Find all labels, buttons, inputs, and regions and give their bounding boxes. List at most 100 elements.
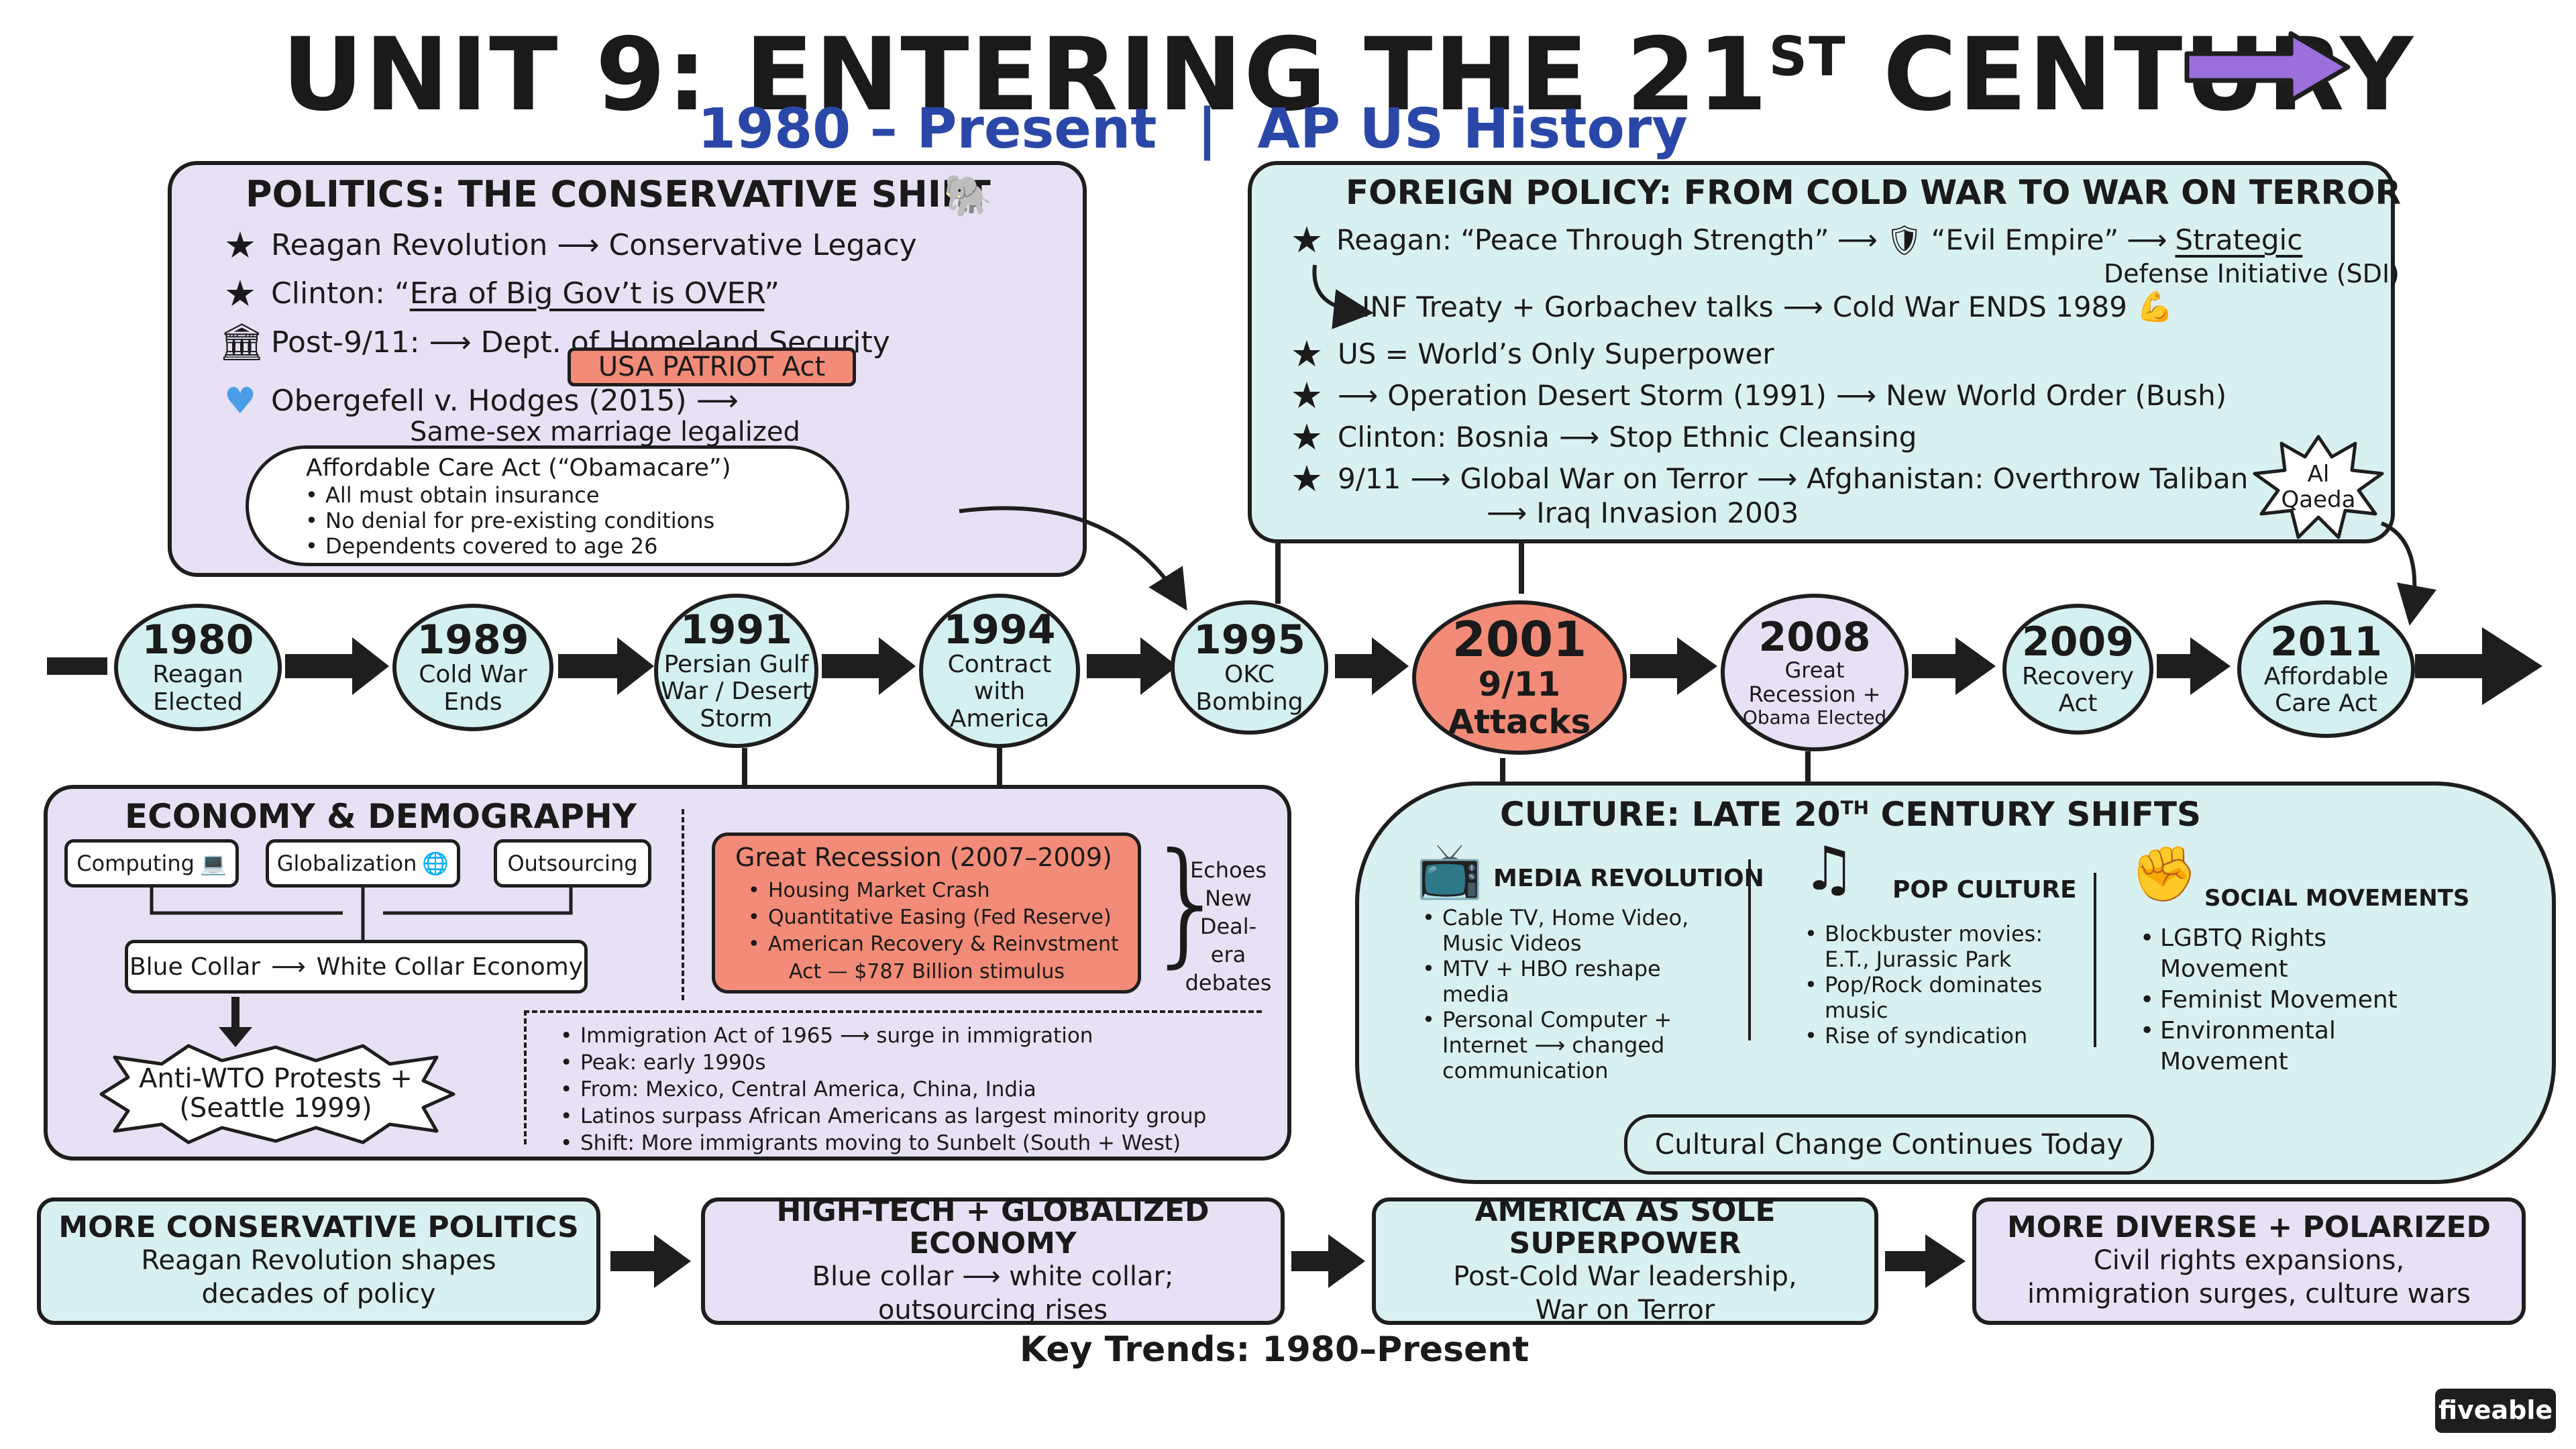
arrow-icon: ⟶ <box>1782 290 1823 323</box>
clinton-label: Clinton: <box>271 276 385 311</box>
list-item: Dependents covered to age 26 <box>303 533 714 559</box>
aca-title: Affordable Care Act (“Obamacare”) <box>306 454 731 482</box>
divider <box>682 809 684 1000</box>
politics-panel: POLITICS: THE CONSERVATIVE SHIFT 🐘 ★ Rea… <box>168 161 1087 577</box>
flexed-arm-icon: 💪 <box>2137 290 2174 324</box>
desert-storm: Operation Desert Storm (1991) <box>1387 379 1827 412</box>
raised-fist-icon: ✊ <box>2131 843 2198 905</box>
pop-list: Blockbuster movies: E.T., Jurassic Park … <box>1802 921 2084 1049</box>
arrow-icon: ⟶ <box>1837 223 1878 256</box>
recession-last: Act — $787 Billion stimulus <box>789 960 1065 983</box>
culture-heading: CULTURE: LATE 20TH CENTURY SHIFTS <box>1500 795 2202 834</box>
al-qaeda-burst: Al Qaeda <box>2251 433 2385 541</box>
divider <box>524 1010 527 1144</box>
arrow-icon: ⟶ <box>1410 462 1451 495</box>
wto-burst: Anti-WTO Protests + (Seattle 1999) <box>88 1040 464 1148</box>
obergefell: Obergefell v. Hodges (2015) <box>271 384 687 418</box>
patriot-act-badge: USA PATRIOT Act <box>568 347 856 386</box>
war-on-terror: Global War on Terror <box>1460 462 1748 495</box>
laptop-icon: 💻 <box>199 851 227 876</box>
foreign-policy-panel: FOREIGN POLICY: FROM COLD WAR TO WAR ON … <box>1248 161 2401 543</box>
new-world-order: New World Order (Bush) <box>1886 379 2227 412</box>
list-item: Rise of syndication <box>1802 1023 2084 1049</box>
nine-eleven: 9/11 <box>1338 462 1401 495</box>
timeline-node-1995: 1995 OKC Bombing <box>1171 600 1328 735</box>
list-item: Housing Market Crash <box>745 877 1119 904</box>
list-item: Feminist Movement <box>2137 985 2453 1016</box>
aca-cloud: Affordable Care Act (“Obamacare”) All mu… <box>246 445 849 566</box>
aca-list: All must obtain insurance No denial for … <box>303 482 714 559</box>
politics-heading: POLITICS: THE CONSERVATIVE SHIFT <box>246 173 991 215</box>
shield-icon: 🛡 <box>1885 223 1923 258</box>
economy-panel: ECONOMY & DEMOGRAPHY Computing 💻 Globali… <box>44 785 1291 1161</box>
list-item: Peak: early 1990s <box>557 1049 1206 1076</box>
great-recession-box: Great Recession (2007–2009) Housing Mark… <box>712 833 1141 994</box>
heart-icon: ♥ <box>223 380 257 422</box>
reagan-revolution: Reagan Revolution <box>271 228 548 262</box>
pop-title: POP CULTURE <box>1892 876 2077 904</box>
media-list: Cable TV, Home Video, Music Videos MTV +… <box>1419 905 1715 1083</box>
iraq-invasion: Iraq Invasion 2003 <box>1536 496 1799 529</box>
music-note-icon: ♫ <box>1802 834 1856 904</box>
list-item: Cable TV, Home Video, Music Videos <box>1419 905 1715 956</box>
ethnic-cleansing: Stop Ethnic Cleansing <box>1609 421 1917 453</box>
arrow-icon: ⟶ <box>1756 462 1798 495</box>
sdi-top: Strategic <box>2175 223 2303 256</box>
outsourcing-tag: Outsourcing <box>494 839 651 888</box>
trend-conservative: MORE CONSERVATIVE POLITICS Reagan Revolu… <box>37 1197 600 1325</box>
media-title: MEDIA REVOLUTION <box>1493 865 1764 892</box>
timeline-node-2001: 2001 9/11 Attacks <box>1412 600 1627 755</box>
subtitle: 1980 – Present | AP US History <box>698 97 1688 161</box>
list-item: Shift: More immigrants moving to Sunbelt… <box>557 1130 1206 1157</box>
clinton-quote: “Era of Big Gov’t is OVER” <box>394 276 780 311</box>
timeline-node-1989: 1989 Cold War Ends <box>392 604 553 731</box>
superpower: US = World’s Only Superpower <box>1338 337 1774 370</box>
economy-heading: ECONOMY & DEMOGRAPHY <box>125 797 637 836</box>
globalization-tag: Globalization 🌐 <box>266 839 460 888</box>
list-item: Latinos surpass African Americans as lar… <box>557 1103 1206 1130</box>
evil-empire: “Evil Empire” <box>1931 223 2119 256</box>
trend-superpower: AMERICA AS SOLE SUPERPOWER Post-Cold War… <box>1372 1195 1878 1326</box>
star-icon: ★ <box>1290 374 1324 417</box>
list-item: Personal Computer + Internet ⟶ changed c… <box>1419 1007 1715 1083</box>
cold-war-ends: Cold War ENDS 1989 <box>1832 290 2127 323</box>
list-item: From: Mexico, Central America, China, In… <box>557 1076 1206 1103</box>
list-item: Blockbuster movies: E.T., Jurassic Park <box>1802 921 2084 972</box>
star-icon: ★ <box>1290 458 1324 500</box>
trend-economy: HIGH-TECH + GLOBALIZED ECONOMY Blue coll… <box>701 1195 1285 1326</box>
title-arrow-icon <box>2184 30 2351 107</box>
post911-label: Post-9/11: <box>271 325 420 360</box>
trend-diverse: MORE DIVERSE + POLARIZED Civil rights ex… <box>1972 1197 2526 1325</box>
sdi-bottom: Defense Initiative (SDI) <box>2104 259 2400 288</box>
list-item: Quantitative Easing (Fed Reserve) <box>745 904 1119 931</box>
list-item: No denial for pre-existing conditions <box>303 508 714 533</box>
timeline-node-2009: 2009 Recovery Act <box>2002 604 2153 735</box>
recession-title: Great Recession (2007–2009) <box>735 843 1112 872</box>
bank-building-icon: 🏛 <box>219 321 265 363</box>
tv-icon: 📺 <box>1416 839 1483 902</box>
computing-tag: Computing 💻 <box>64 839 239 888</box>
timeline-node-1980: 1980 Reagan Elected <box>114 604 282 731</box>
list-item: Immigration Act of 1965 ⟶ surge in immig… <box>557 1022 1206 1049</box>
elephant-icon: 🐘 <box>943 172 994 219</box>
recession-list: Housing Market Crash Quantitative Easing… <box>745 877 1119 958</box>
divider <box>524 1010 1262 1013</box>
echoes-note: Echoes New Deal- era debates <box>1185 857 1272 996</box>
social-title: SOCIAL MOVEMENTS <box>2204 885 2470 912</box>
arrow-icon: ⟶ <box>271 953 306 981</box>
timeline-node-1991: 1991 Persian Gulf War / Desert Storm <box>654 594 818 748</box>
key-trends-caption: Key Trends: 1980–Present <box>1020 1330 1529 1370</box>
immigration-list: Immigration Act of 1965 ⟶ surge in immig… <box>557 1022 1206 1157</box>
reagan-peace: Reagan: “Peace Through Strength” <box>1336 223 1829 256</box>
bosnia: Clinton: Bosnia <box>1338 421 1550 453</box>
brand-badge: fiveable <box>2435 1389 2556 1433</box>
list-item: Pop/Rock dominates music <box>1802 972 2084 1023</box>
brace-icon: } <box>1144 824 1230 981</box>
inf-treaty: INF Treaty + Gorbachev talks <box>1362 290 1774 323</box>
arrow-icon: ⟶ <box>2127 223 2167 256</box>
list-item: MTV + HBO reshape media <box>1419 956 1715 1007</box>
star-icon: ★ <box>1290 219 1324 261</box>
collar-shift: Blue Collar ⟶ White Collar Economy <box>125 940 588 994</box>
timeline-node-1994: 1994 Contract with America <box>919 594 1080 748</box>
